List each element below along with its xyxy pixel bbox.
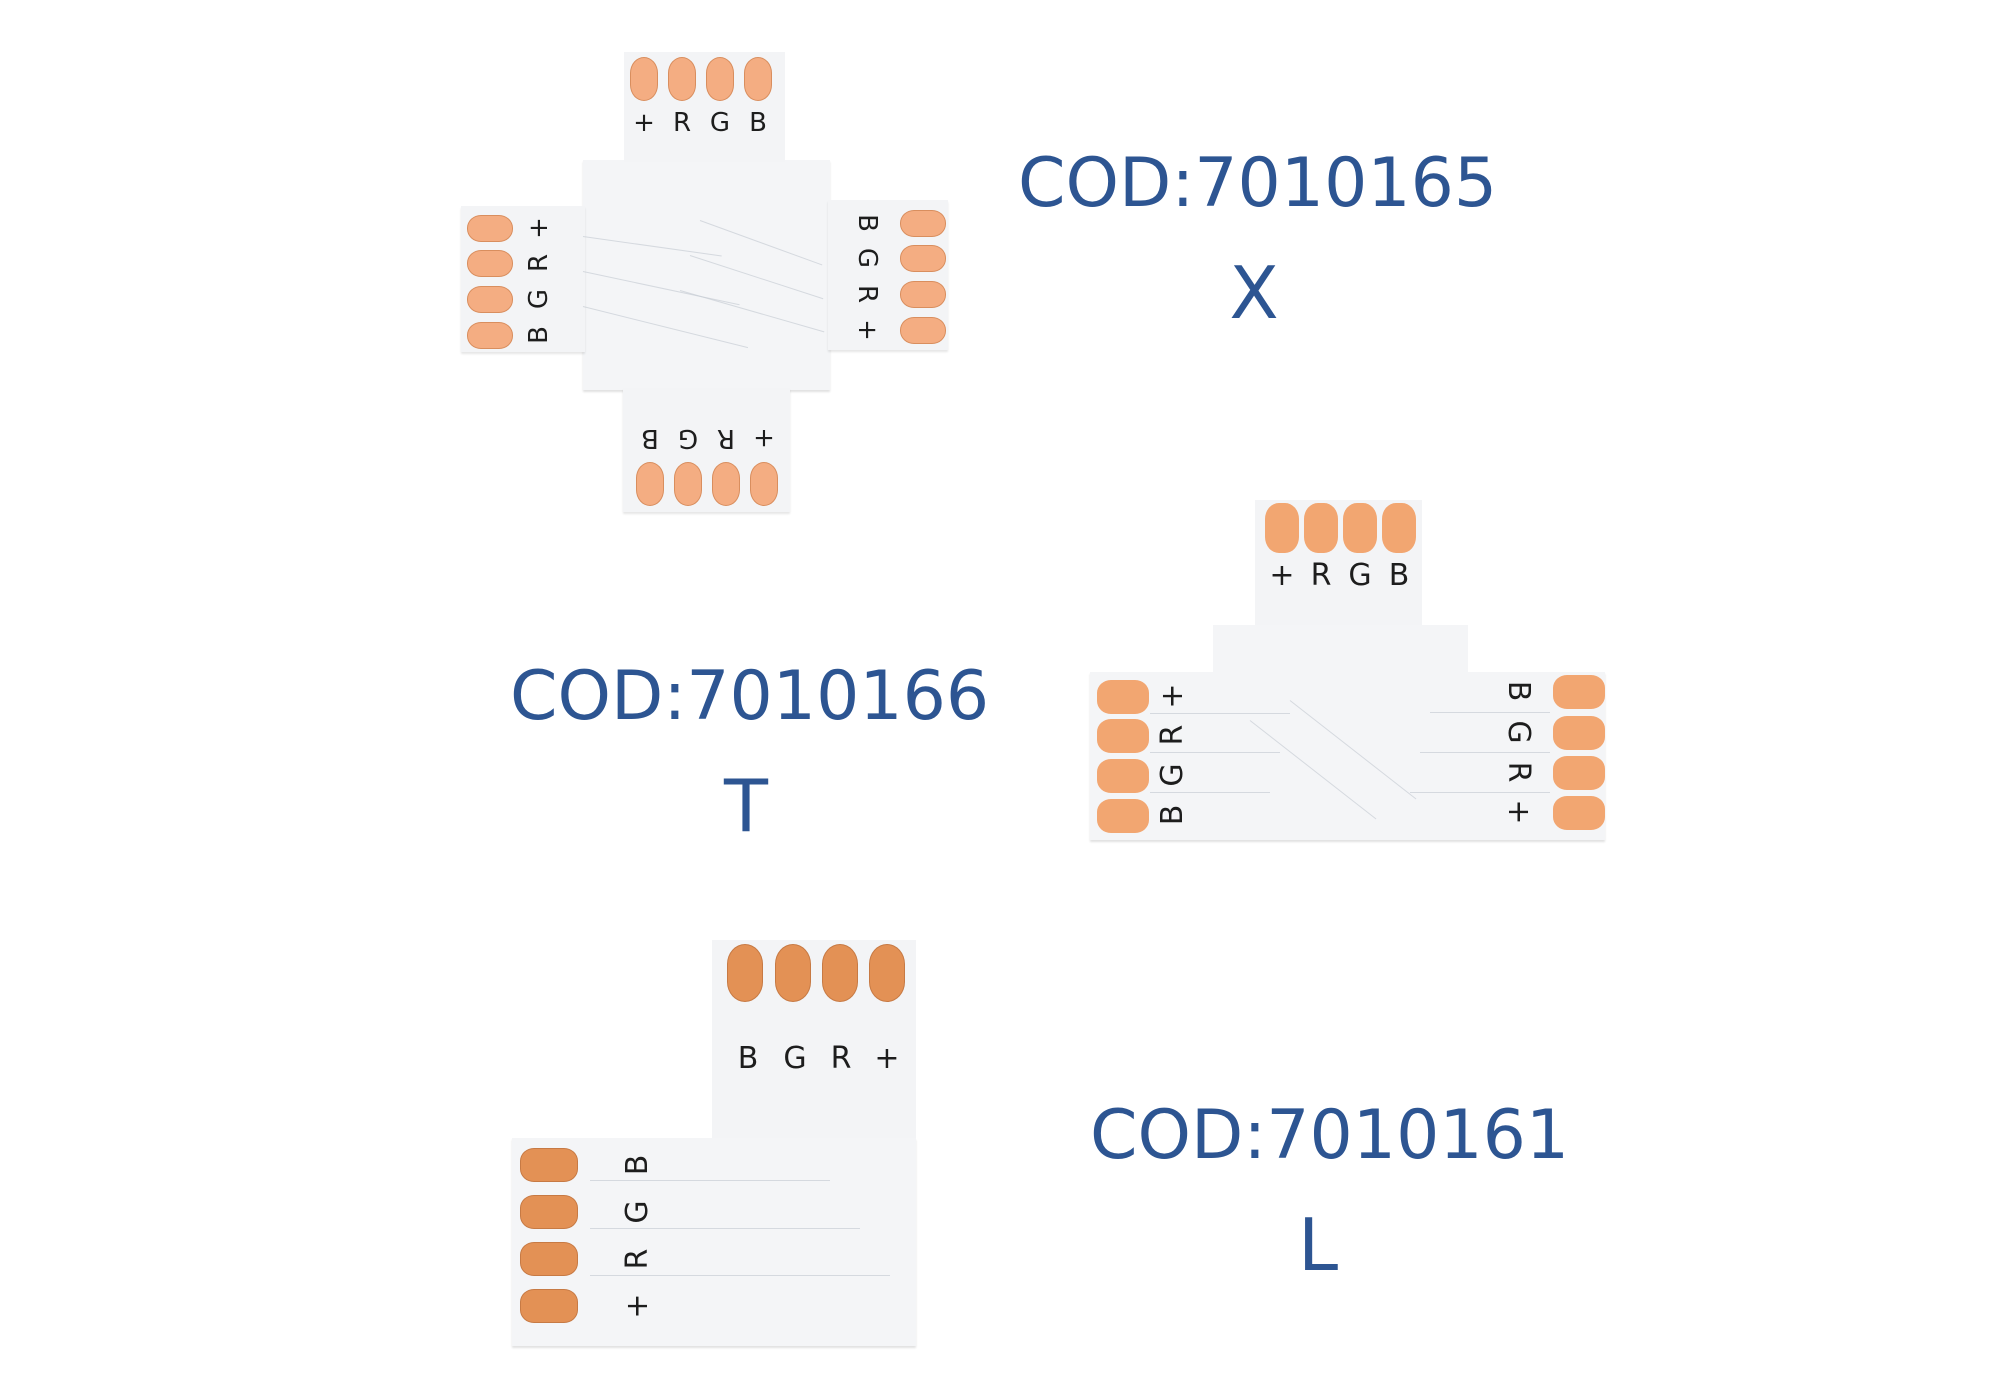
pin-label: R (672, 108, 692, 138)
copper-pad (727, 944, 763, 1002)
pin-label: R (1155, 724, 1190, 746)
pin-label: + (633, 108, 655, 138)
copper-pad (520, 1148, 578, 1182)
copper-pad (900, 210, 946, 237)
copper-pad (900, 245, 946, 272)
copper-pad (750, 462, 778, 506)
pin-label: G (1501, 720, 1536, 744)
copper-pad (775, 944, 811, 1002)
product-code: COD:7010161 (1090, 1096, 1570, 1175)
copper-pad (630, 57, 658, 101)
pin-label: G (852, 247, 882, 269)
copper-pad (712, 462, 740, 506)
t-connector-center (1213, 625, 1468, 675)
pin-label: + (852, 319, 882, 341)
pin-label: + (753, 423, 775, 453)
pin-label: B (524, 326, 554, 344)
copper-pad (900, 317, 946, 344)
pin-label: R (716, 423, 736, 453)
copper-pad (520, 1242, 578, 1276)
copper-pad (1304, 503, 1338, 553)
pin-label: R (524, 253, 554, 273)
pin-label: B (641, 423, 659, 453)
copper-pad (706, 57, 734, 101)
l-trace (590, 1228, 860, 1229)
copper-pad (744, 57, 772, 101)
t-connector-bar (1090, 672, 1605, 840)
copper-pad (1382, 503, 1416, 553)
pin-label: R (852, 284, 882, 304)
copper-pad (1553, 675, 1605, 709)
pin-label: G (783, 1041, 807, 1076)
copper-pad (1553, 756, 1605, 790)
x-connector-center (583, 160, 830, 390)
t-trace (1150, 792, 1270, 793)
pin-label: + (620, 1293, 655, 1319)
pin-label: B (1388, 558, 1410, 593)
pin-label: + (1155, 683, 1190, 709)
l-trace (590, 1275, 890, 1276)
product-code: COD:7010165 (1018, 144, 1498, 223)
copper-pad (636, 462, 664, 506)
connector-shape-label: T (724, 764, 768, 848)
copper-pad (1343, 503, 1377, 553)
copper-pad (1097, 680, 1149, 714)
copper-pad (1097, 719, 1149, 753)
connector-shape-label: L (1297, 1203, 1339, 1287)
copper-pad (822, 944, 858, 1002)
copper-pad (467, 322, 513, 349)
copper-pad (520, 1289, 578, 1323)
pin-label: + (524, 217, 554, 239)
copper-pad (520, 1195, 578, 1229)
pin-label: B (749, 108, 767, 138)
t-trace (1430, 712, 1550, 713)
product-code: COD:7010166 (510, 657, 990, 736)
copper-pad (1097, 759, 1149, 793)
pin-label: G (677, 423, 699, 453)
pin-label: R (620, 1248, 655, 1270)
copper-pad (1265, 503, 1299, 553)
pin-label: B (737, 1041, 759, 1076)
connector-shape-label: X (1229, 251, 1279, 335)
copper-pad (1097, 799, 1149, 833)
pin-label: B (1501, 680, 1536, 702)
pin-label: B (852, 214, 882, 232)
t-trace (1150, 752, 1280, 753)
pin-label: B (620, 1154, 655, 1176)
copper-pad (467, 215, 513, 242)
copper-pad (1553, 716, 1605, 750)
t-trace (1150, 713, 1290, 714)
copper-pad (668, 57, 696, 101)
pin-label: + (1501, 799, 1536, 825)
copper-pad (900, 281, 946, 308)
copper-pad (674, 462, 702, 506)
l-connector-horizontal-arm (512, 1138, 916, 1346)
copper-pad (869, 944, 905, 1002)
pin-label: G (709, 108, 731, 138)
copper-pad (467, 250, 513, 277)
pin-label: R (1310, 558, 1332, 593)
pin-label: G (620, 1200, 655, 1224)
pin-label: G (524, 288, 554, 310)
pin-label: R (1501, 761, 1536, 783)
l-trace (590, 1180, 830, 1181)
pin-label: + (874, 1041, 900, 1076)
copper-pad (1553, 796, 1605, 830)
pin-label: R (830, 1041, 852, 1076)
pin-label: G (1155, 763, 1190, 787)
pin-label: B (1155, 804, 1190, 826)
t-trace (1410, 792, 1550, 793)
t-trace (1420, 752, 1550, 753)
copper-pad (467, 286, 513, 313)
pin-label: G (1348, 558, 1372, 593)
pin-label: + (1269, 558, 1295, 593)
